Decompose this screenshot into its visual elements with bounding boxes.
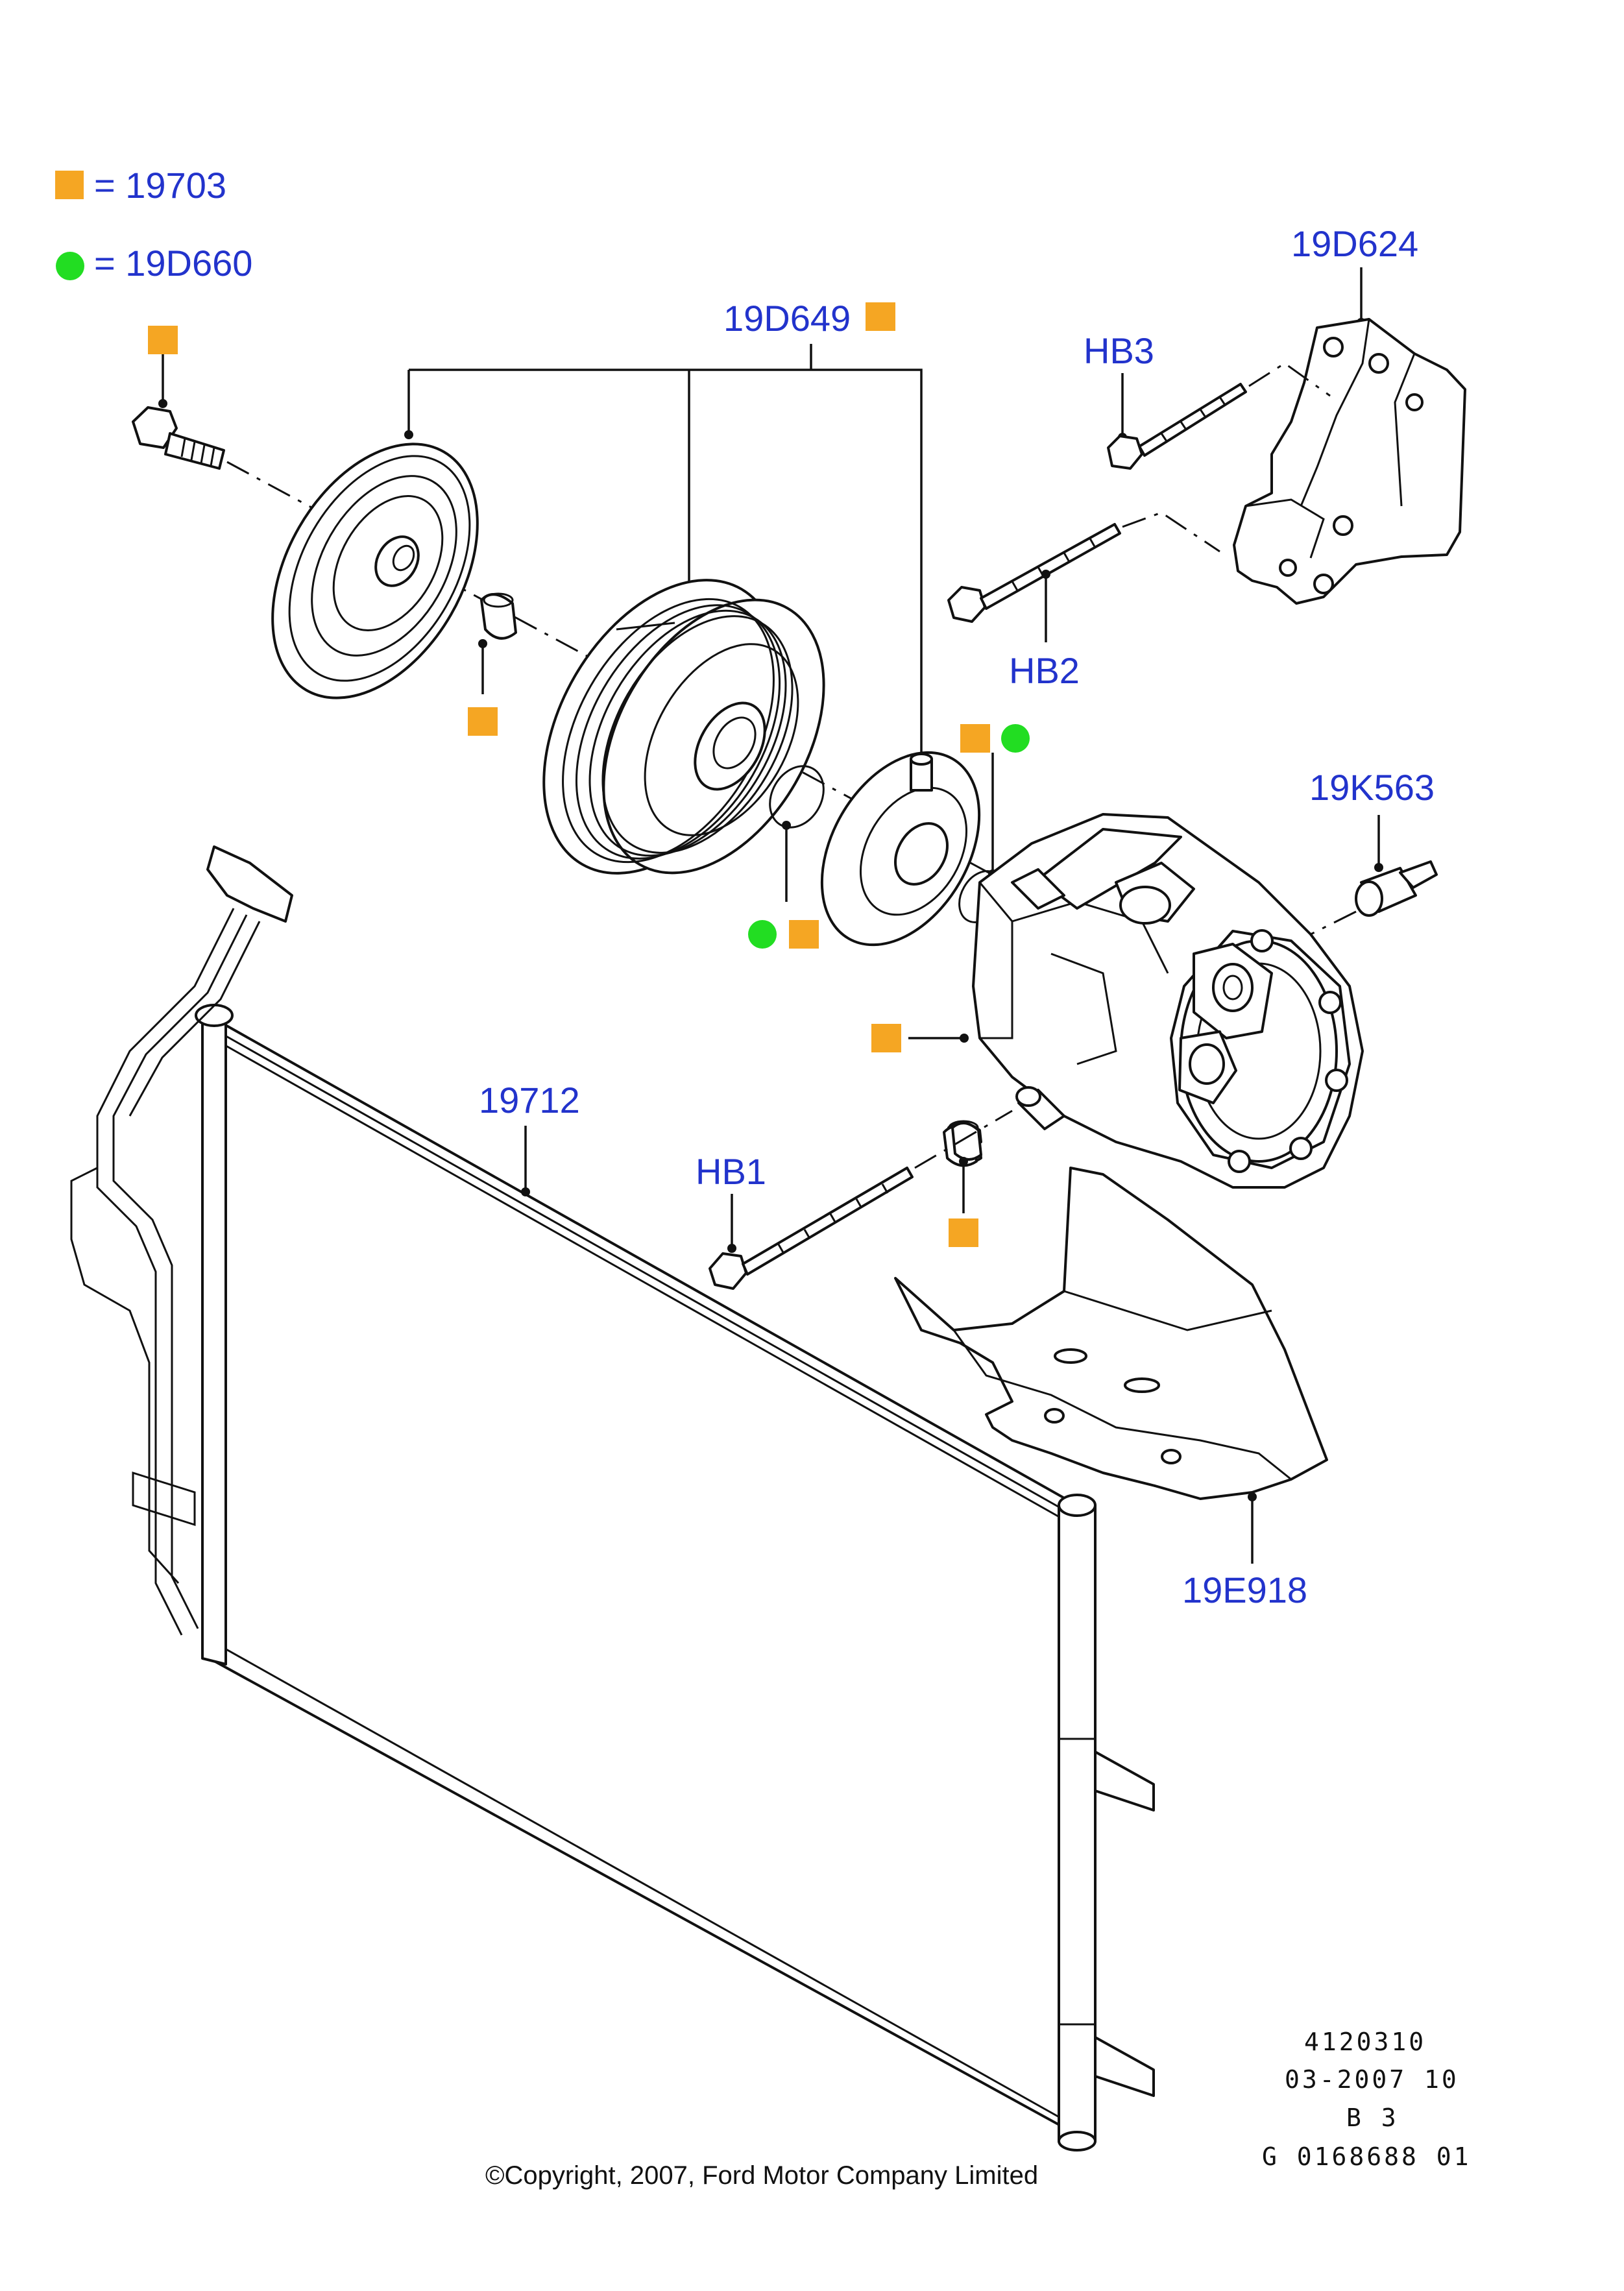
legend-circle-marker (56, 252, 84, 280)
callout-19D649-marker (866, 302, 895, 331)
info-line-1: 4120310 (1304, 2028, 1426, 2056)
callout-19D649-label: 19D649 (723, 298, 851, 339)
callout-HB3-label: HB3 (1084, 330, 1154, 371)
front-bolt (132, 326, 225, 470)
heat-shield: 19E918 (894, 1167, 1328, 1610)
callout-19D624-label: 19D624 (1291, 223, 1418, 264)
snap-ring-front (748, 765, 825, 949)
callout-19E918-label: 19E918 (1182, 1570, 1307, 1610)
bolt-hb1: HB1 (696, 1109, 1013, 1290)
snap-ring-rear (958, 724, 1030, 923)
callout-HB1-label: HB1 (696, 1151, 766, 1192)
ac-compressor (871, 813, 1364, 1189)
compressor-marker (871, 1024, 901, 1052)
clutch-field-coil (820, 751, 981, 947)
info-line-4: G 0168688 01 (1262, 2142, 1472, 2171)
callout-19D649: 19D649 (404, 298, 923, 759)
front-bolt-marker (148, 326, 178, 354)
spacer-shim-4 (949, 1122, 982, 1247)
pressure-switch: 19K563 (1309, 767, 1438, 936)
bolt-hb3: HB3 (1084, 330, 1331, 470)
condenser: 19712 (70, 845, 1155, 2152)
copyright-notice: ©Copyright, 2007, Ford Motor Company Lim… (485, 2161, 1038, 2190)
snap-ring-front-circle-marker (748, 920, 777, 949)
spacer-shim-4-marker (949, 1218, 978, 1247)
spacer-shim-1 (468, 592, 517, 736)
snap-ring-rear-circle-marker (1001, 724, 1030, 753)
legend-square-marker (55, 171, 84, 199)
info-line-3: B 3 (1346, 2103, 1399, 2132)
callout-HB2-label: HB2 (1009, 650, 1080, 691)
spacer-shim-1-marker (468, 707, 498, 736)
drawing-info-block: 4120310 03-2007 10 B 3 G 0168688 01 (1262, 2028, 1472, 2171)
legend-text-19703: = 19703 (94, 165, 226, 206)
clutch-plate (271, 442, 479, 699)
clutch-pulley (542, 579, 825, 875)
snap-ring-rear-square-marker (960, 724, 990, 753)
mounting-bracket: 19D624 (1233, 223, 1466, 605)
legend-text-19D660: = 19D660 (94, 243, 252, 284)
callout-19712-label: 19712 (479, 1080, 580, 1121)
snap-ring-front-square-marker (789, 920, 819, 949)
callout-19K563-label: 19K563 (1309, 767, 1435, 808)
legend: = 19703 = 19D660 (55, 165, 252, 284)
info-line-2: 03-2007 10 (1285, 2065, 1459, 2094)
bolt-hb2: HB2 (947, 511, 1220, 691)
